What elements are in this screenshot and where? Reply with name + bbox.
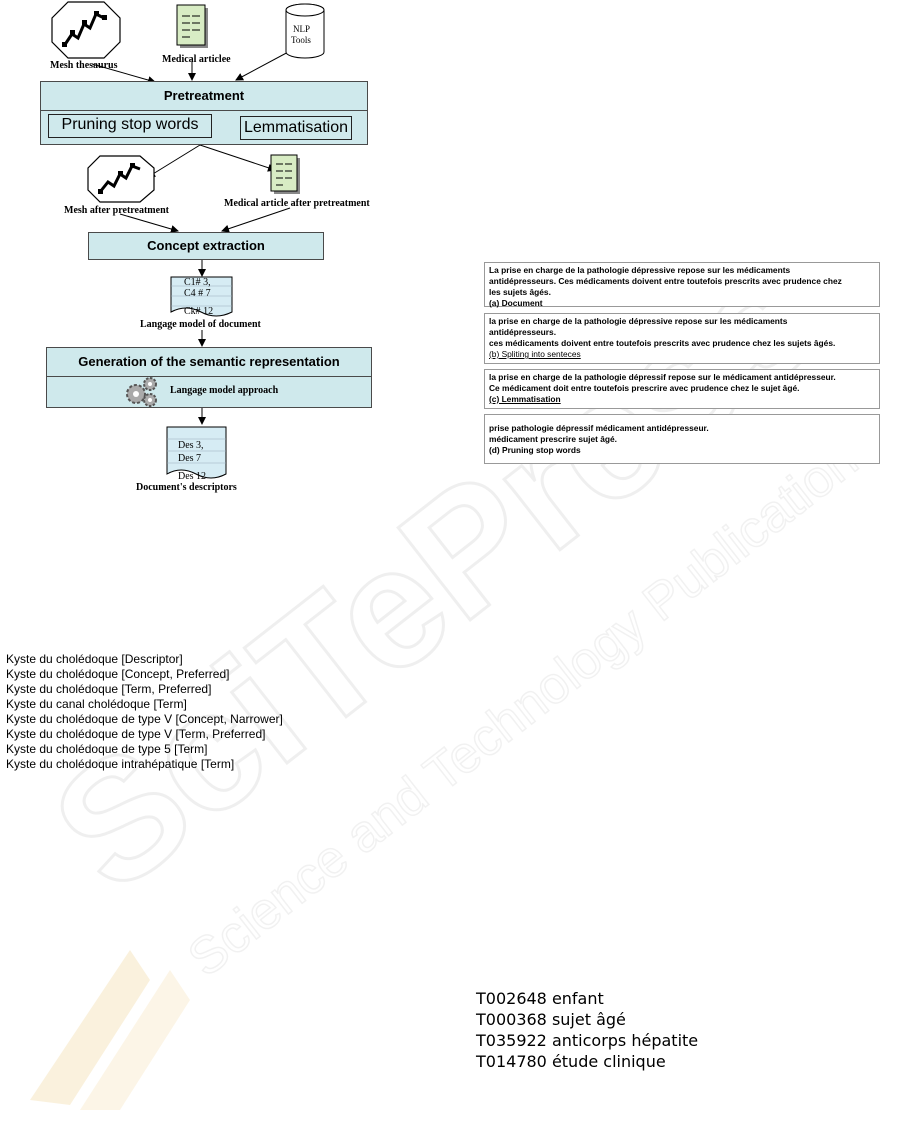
panel-d-caption: (d) Pruning stop words	[489, 445, 581, 455]
panel-lemmatisation: la prise en charge de la pathologie dépr…	[484, 369, 880, 409]
watermark-sub: Science and Technology Publications	[178, 414, 890, 988]
panel-c-line2: Ce médicament doit entre toutefois presc…	[489, 383, 800, 393]
medical-article-icon	[176, 4, 208, 48]
medical-articles-caption: Medical articlee	[162, 54, 231, 65]
panel-b-line2: antidépresseurs.	[489, 327, 557, 337]
term-entry: T000368 sujet âgé	[476, 1010, 626, 1029]
mesh-entry: Kyste du cholédoque [Concept, Preferred]	[6, 667, 230, 681]
langage-doc-line3: Ck# 12	[184, 306, 214, 317]
mesh-entry: Kyste du cholédoque [Term, Preferred]	[6, 682, 212, 696]
mesh-entry: Kyste du canal cholédoque [Term]	[6, 697, 187, 711]
nlp-label-1: NLP	[293, 24, 311, 34]
langage-doc-line1: C1# 3,	[184, 277, 211, 288]
descriptors-doc-icon	[166, 426, 227, 479]
panel-document: La prise en charge de la pathologie dépr…	[484, 262, 880, 308]
mesh-thesaurus-icon	[51, 1, 121, 59]
article-after-icon	[270, 154, 300, 194]
term-entry: T035922 anticorps hépatite	[476, 1031, 699, 1050]
mesh-entry: Kyste du cholédoque [Descriptor]	[6, 652, 183, 666]
mesh-entry: Kyste du cholédoque de type V [Term, Pre…	[6, 727, 266, 741]
langage-model-doc-icon	[170, 276, 233, 317]
nlp-tools-icon	[285, 3, 325, 59]
pretreatment-title: Pretreatment	[163, 88, 245, 103]
descriptors-line3: Des 12	[178, 471, 207, 482]
generation-header: Generation of the semantic representatio…	[46, 347, 372, 377]
panel-d-line1: prise pathologie dépressif médicament an…	[489, 423, 709, 433]
langage-doc-line2: C4 # 7	[184, 288, 211, 299]
panel-a-caption: (a) Document	[489, 298, 543, 308]
nlp-label-2: Tools	[291, 35, 311, 45]
term-entry: T014780 étude clinique	[476, 1052, 666, 1071]
generation-title: Generation of the semantic representatio…	[78, 354, 340, 369]
mesh-entry-list: Kyste du cholédoque [Descriptor] Kyste d…	[6, 652, 283, 772]
pretreatment-header: Pretreatment	[40, 81, 368, 111]
mesh-thesaurus-caption: Mesh thesaurus	[50, 60, 118, 71]
panel-splitting: la prise en charge de la pathologie dépr…	[484, 313, 880, 364]
langage-approach-label: Langage model approach	[170, 385, 279, 396]
flow-connectors	[91, 49, 293, 425]
descriptors-line2: Des 7	[178, 453, 202, 464]
panel-c-caption: (c) Lemmatisation	[489, 394, 561, 404]
lemmatisation-box: Lemmatisation	[240, 116, 352, 140]
descriptors-line1: Des 3,	[178, 440, 204, 451]
panel-d-line2: médicament prescrire sujet âgé.	[489, 434, 618, 444]
panel-b-caption: (b) Spliting into senteces	[489, 349, 581, 359]
panel-b-line1: la prise en charge de la pathologie dépr…	[489, 316, 788, 326]
descriptors-caption: Document's descriptors	[136, 482, 237, 493]
pruning-stop-words-box: Pruning stop words	[48, 114, 212, 138]
mesh-entry: Kyste du cholédoque de type V [Concept, …	[6, 712, 283, 726]
panel-c-line1: la prise en charge de la pathologie dépr…	[489, 372, 836, 382]
panel-pruning: prise pathologie dépressif médicament an…	[484, 414, 880, 464]
concept-extraction-label: Concept extraction	[147, 238, 265, 253]
panel-b-line3: ces médicaments doivent entre toutefois …	[489, 338, 836, 348]
mesh-entry: Kyste du cholédoque intrahépatique [Term…	[6, 757, 235, 771]
term-list: T002648 enfant T000368 sujet âgé T035922…	[476, 988, 698, 1072]
mesh-after-caption: Mesh after pretreatment	[64, 205, 169, 216]
mesh-entry: Kyste du cholédoque de type 5 [Term]	[6, 742, 208, 756]
generation-body	[46, 376, 372, 408]
mesh-after-icon	[87, 155, 155, 203]
panel-a-line1: La prise en charge de la pathologie dépr…	[489, 265, 791, 275]
concept-extraction-box: Concept extraction	[88, 232, 324, 260]
gears-icon	[126, 377, 157, 407]
watermark-logo	[30, 950, 190, 1110]
term-entry: T002648 enfant	[476, 989, 604, 1008]
panel-a-line2: antidépresseurs. Ces médicaments doivent…	[489, 276, 842, 286]
panel-a-line3: les sujets âgés.	[489, 287, 551, 297]
article-after-caption: Medical article after pretreatment	[224, 198, 370, 209]
langage-doc-caption: Langage model of document	[140, 319, 261, 330]
